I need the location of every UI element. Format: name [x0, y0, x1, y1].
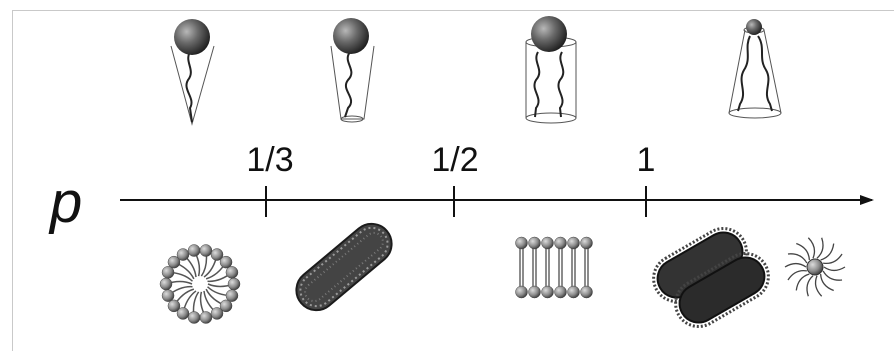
inverted-cone-base — [729, 108, 781, 118]
bilayer-head-bottom — [568, 286, 580, 298]
bilayer-head-top — [568, 237, 580, 249]
micelle-lipid-head — [188, 311, 200, 323]
inverted-micelle-tail — [788, 254, 807, 263]
inverted-micelle-tail — [816, 276, 822, 296]
cylinder-tail-left — [534, 52, 539, 117]
bilayer-head-bottom — [581, 286, 593, 298]
micelle-lipid-head — [220, 256, 232, 268]
micelle-lipid-head — [200, 245, 212, 257]
cylinder-head — [531, 16, 567, 52]
bilayer-head-top — [555, 237, 567, 249]
tick-label-one-half: 1/2 — [431, 141, 478, 179]
micelle-lipid-head — [188, 245, 200, 257]
inverted-micelle-tail — [823, 254, 842, 263]
micelle-lipid-head — [228, 278, 240, 290]
inverted-cone-tail-right — [758, 36, 772, 111]
cylinder-bottom — [526, 113, 576, 123]
micelle-lipid-head — [211, 307, 223, 319]
cylindrical-micelle — [288, 216, 400, 319]
truncated-cone-outline — [331, 46, 374, 119]
bilayer — [516, 237, 593, 298]
inverted-micelle-tail — [817, 238, 823, 258]
inverted-cone-tail-left — [738, 36, 750, 111]
tick-label-one-third: 1/3 — [246, 141, 293, 179]
inverted-micelle-tail — [824, 267, 845, 270]
spherical-micelle — [160, 245, 240, 324]
cone-outline — [171, 46, 214, 124]
micelle-lipid-head — [226, 266, 238, 278]
cylinder-tail-right — [558, 52, 563, 117]
micelle-lipid-head — [226, 290, 238, 302]
tick-label-one: 1 — [637, 141, 656, 179]
bilayer-head-top — [542, 237, 554, 249]
bilayer-head-bottom — [516, 286, 528, 298]
micelle-lipid-head — [200, 311, 212, 323]
truncated-cone-tail — [345, 52, 351, 117]
inverted-micelle-tail — [788, 271, 807, 280]
truncated-cone-head — [333, 18, 369, 54]
molecule-cylinder — [526, 16, 576, 123]
inverted-cone-head — [746, 19, 762, 35]
inverted-micelle-core — [807, 259, 823, 275]
micelle-lipid-head — [162, 290, 174, 302]
inverted-cylindrical-micelles — [645, 220, 777, 335]
inverted-micelle — [785, 238, 845, 296]
micelle-lipid-head — [177, 249, 189, 261]
inverted-micelle-tail — [823, 271, 842, 280]
molecule-cone — [171, 19, 214, 124]
axis-variable-label: p — [48, 170, 82, 235]
cylinder-outline — [526, 42, 576, 118]
micelle-lipid-head — [168, 300, 180, 312]
bilayer-head-bottom — [529, 286, 541, 298]
inverted-cone-outline — [729, 30, 781, 113]
bilayer-head-top — [516, 237, 528, 249]
bilayer-head-top — [581, 237, 593, 249]
micelle-lipid-head — [160, 278, 172, 290]
bilayer-head-bottom — [542, 286, 554, 298]
molecule-inverted-truncated-cone — [729, 19, 781, 118]
cone-tail — [186, 52, 192, 122]
bilayer-head-bottom — [555, 286, 567, 298]
cone-head — [174, 19, 210, 55]
molecule-truncated-cone — [331, 18, 374, 122]
micelle-lipid-head — [162, 266, 174, 278]
bilayer-head-top — [529, 237, 541, 249]
cylindrical-micelle-body — [288, 216, 400, 319]
inverted-micelle-tail — [785, 264, 806, 267]
inverted-micelle-tail — [807, 276, 813, 296]
inverted-micelle-tail — [808, 238, 814, 258]
